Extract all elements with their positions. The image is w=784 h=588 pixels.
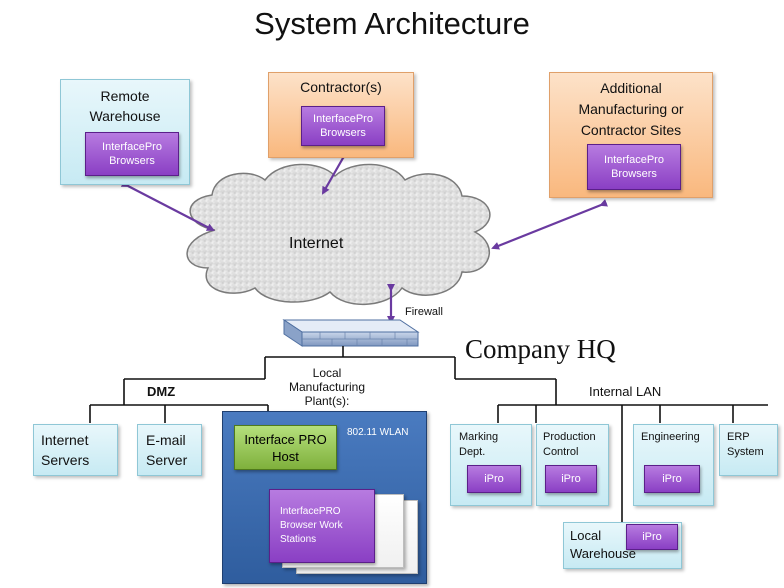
engineering-box: Engineering iPro — [633, 424, 714, 506]
internet-cloud — [186, 163, 491, 305]
production-control-label: Production Control — [543, 431, 596, 458]
local-warehouse-box: Local Warehouse iPro — [563, 522, 682, 569]
remote-warehouse-box: Remote Warehouse InterfacePro Browsers — [60, 79, 190, 185]
production-ipro: iPro — [545, 465, 597, 493]
firewall-icon — [282, 319, 420, 347]
remote-warehouse-browsers: InterfacePro Browsers — [85, 132, 179, 176]
company-hq-label: Company HQ — [465, 334, 616, 364]
engineering-ipro: iPro — [644, 465, 700, 493]
interface-pro-host: Interface PRO Host — [234, 425, 337, 470]
arrow-contractors — [322, 150, 350, 195]
engineering-label: Engineering — [641, 431, 700, 443]
arrow-additional-sites — [491, 199, 609, 250]
contractors-browsers: InterfacePro Browsers — [301, 106, 385, 146]
local-warehouse-ipro: iPro — [626, 524, 678, 550]
internet-servers-label: Internet Servers — [41, 432, 90, 468]
contractors-label: Contractor(s) — [300, 79, 382, 95]
arrow-remote-warehouse — [120, 179, 215, 231]
network-lines — [89, 346, 768, 522]
remote-warehouse-label: Remote Warehouse — [89, 88, 161, 124]
contractors-box: Contractor(s) InterfacePro Browsers — [268, 72, 414, 158]
email-server-box: E-mail Server — [137, 424, 202, 476]
additional-sites-browsers: InterfacePro Browsers — [587, 144, 681, 190]
dmz-label: DMZ — [147, 384, 176, 399]
additional-sites-label: Additional Manufacturing or Contractor S… — [578, 80, 684, 138]
internal-lan-label: Internal LAN — [589, 384, 662, 399]
marking-dept-box: Marking Dept. iPro — [450, 424, 532, 506]
production-control-box: Production Control iPro — [536, 424, 609, 506]
local-plant-label: Local Manufacturing Plant(s): — [279, 366, 375, 408]
wlan-label: 802.11 WLAN — [347, 427, 409, 438]
email-server-label: E-mail Server — [146, 432, 188, 468]
additional-sites-box: Additional Manufacturing or Contractor S… — [549, 72, 713, 198]
workstations-box: InterfacePRO Browser Work Stations — [269, 489, 375, 563]
internet-label: Internet — [289, 235, 344, 252]
diagram-title: System Architecture — [254, 6, 530, 41]
local-warehouse-label: Local Warehouse — [570, 528, 636, 561]
erp-system-label: ERP System — [727, 431, 764, 458]
internet-servers-box: Internet Servers — [33, 424, 118, 476]
erp-system-box: ERP System — [719, 424, 778, 476]
marking-ipro: iPro — [467, 465, 521, 493]
workstations-label: InterfacePRO Browser Work Stations — [280, 506, 343, 545]
marking-dept-label: Marking Dept. — [459, 431, 499, 458]
firewall-label: Firewall — [405, 306, 443, 318]
